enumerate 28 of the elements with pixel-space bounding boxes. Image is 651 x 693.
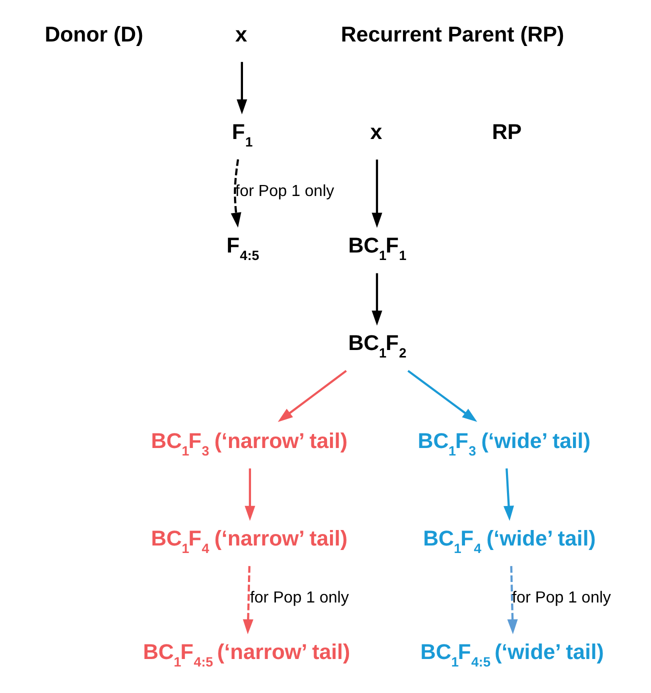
node-text: Recurrent Parent (RP): [340, 22, 564, 46]
node-text: BC$_{1}$F$_{3}$ (‘wide’ tail): [418, 428, 590, 458]
arrow: [236, 62, 248, 114]
edge-label: for Pop 1 only: [235, 182, 334, 200]
arrow: [242, 566, 254, 634]
arrow: [504, 468, 514, 521]
edge-label: for Pop 1 only: [250, 588, 349, 607]
node-text: BC$_{1}$F$_{4}$ (‘wide’ tail): [423, 526, 596, 556]
node-text: BC$_{1}$F$_{2}$: [348, 331, 406, 361]
arrow: [372, 160, 382, 228]
node-text: BC$_{1}$F$_{1}$: [348, 234, 406, 264]
node-text: BC$_{1}$F$_{3}$ (‘narrow’ tail): [151, 428, 348, 458]
node-text: F$_{1}$: [232, 120, 253, 150]
node-text: RP: [492, 120, 522, 144]
arrow: [372, 273, 382, 326]
arrow: [407, 370, 478, 422]
node-text: x: [370, 120, 382, 144]
node-text: BC$_{1}$F$_{4}$ (‘narrow’ tail): [151, 526, 348, 556]
arrow: [278, 370, 347, 422]
node-text: Donor (D): [44, 22, 144, 46]
node-text: F$_{4:5}$: [226, 234, 260, 264]
edge-label: for Pop 1 only: [512, 588, 611, 607]
arrow: [507, 566, 518, 634]
node-text: x: [235, 22, 248, 46]
arrow: [230, 159, 242, 228]
node-text: BC$_{1}$F$_{4:5}$ (‘narrow’ tail): [142, 640, 350, 670]
arrow: [244, 468, 256, 521]
node-text: BC$_{1}$F$_{4:5}$ (‘wide’ tail): [420, 640, 604, 670]
